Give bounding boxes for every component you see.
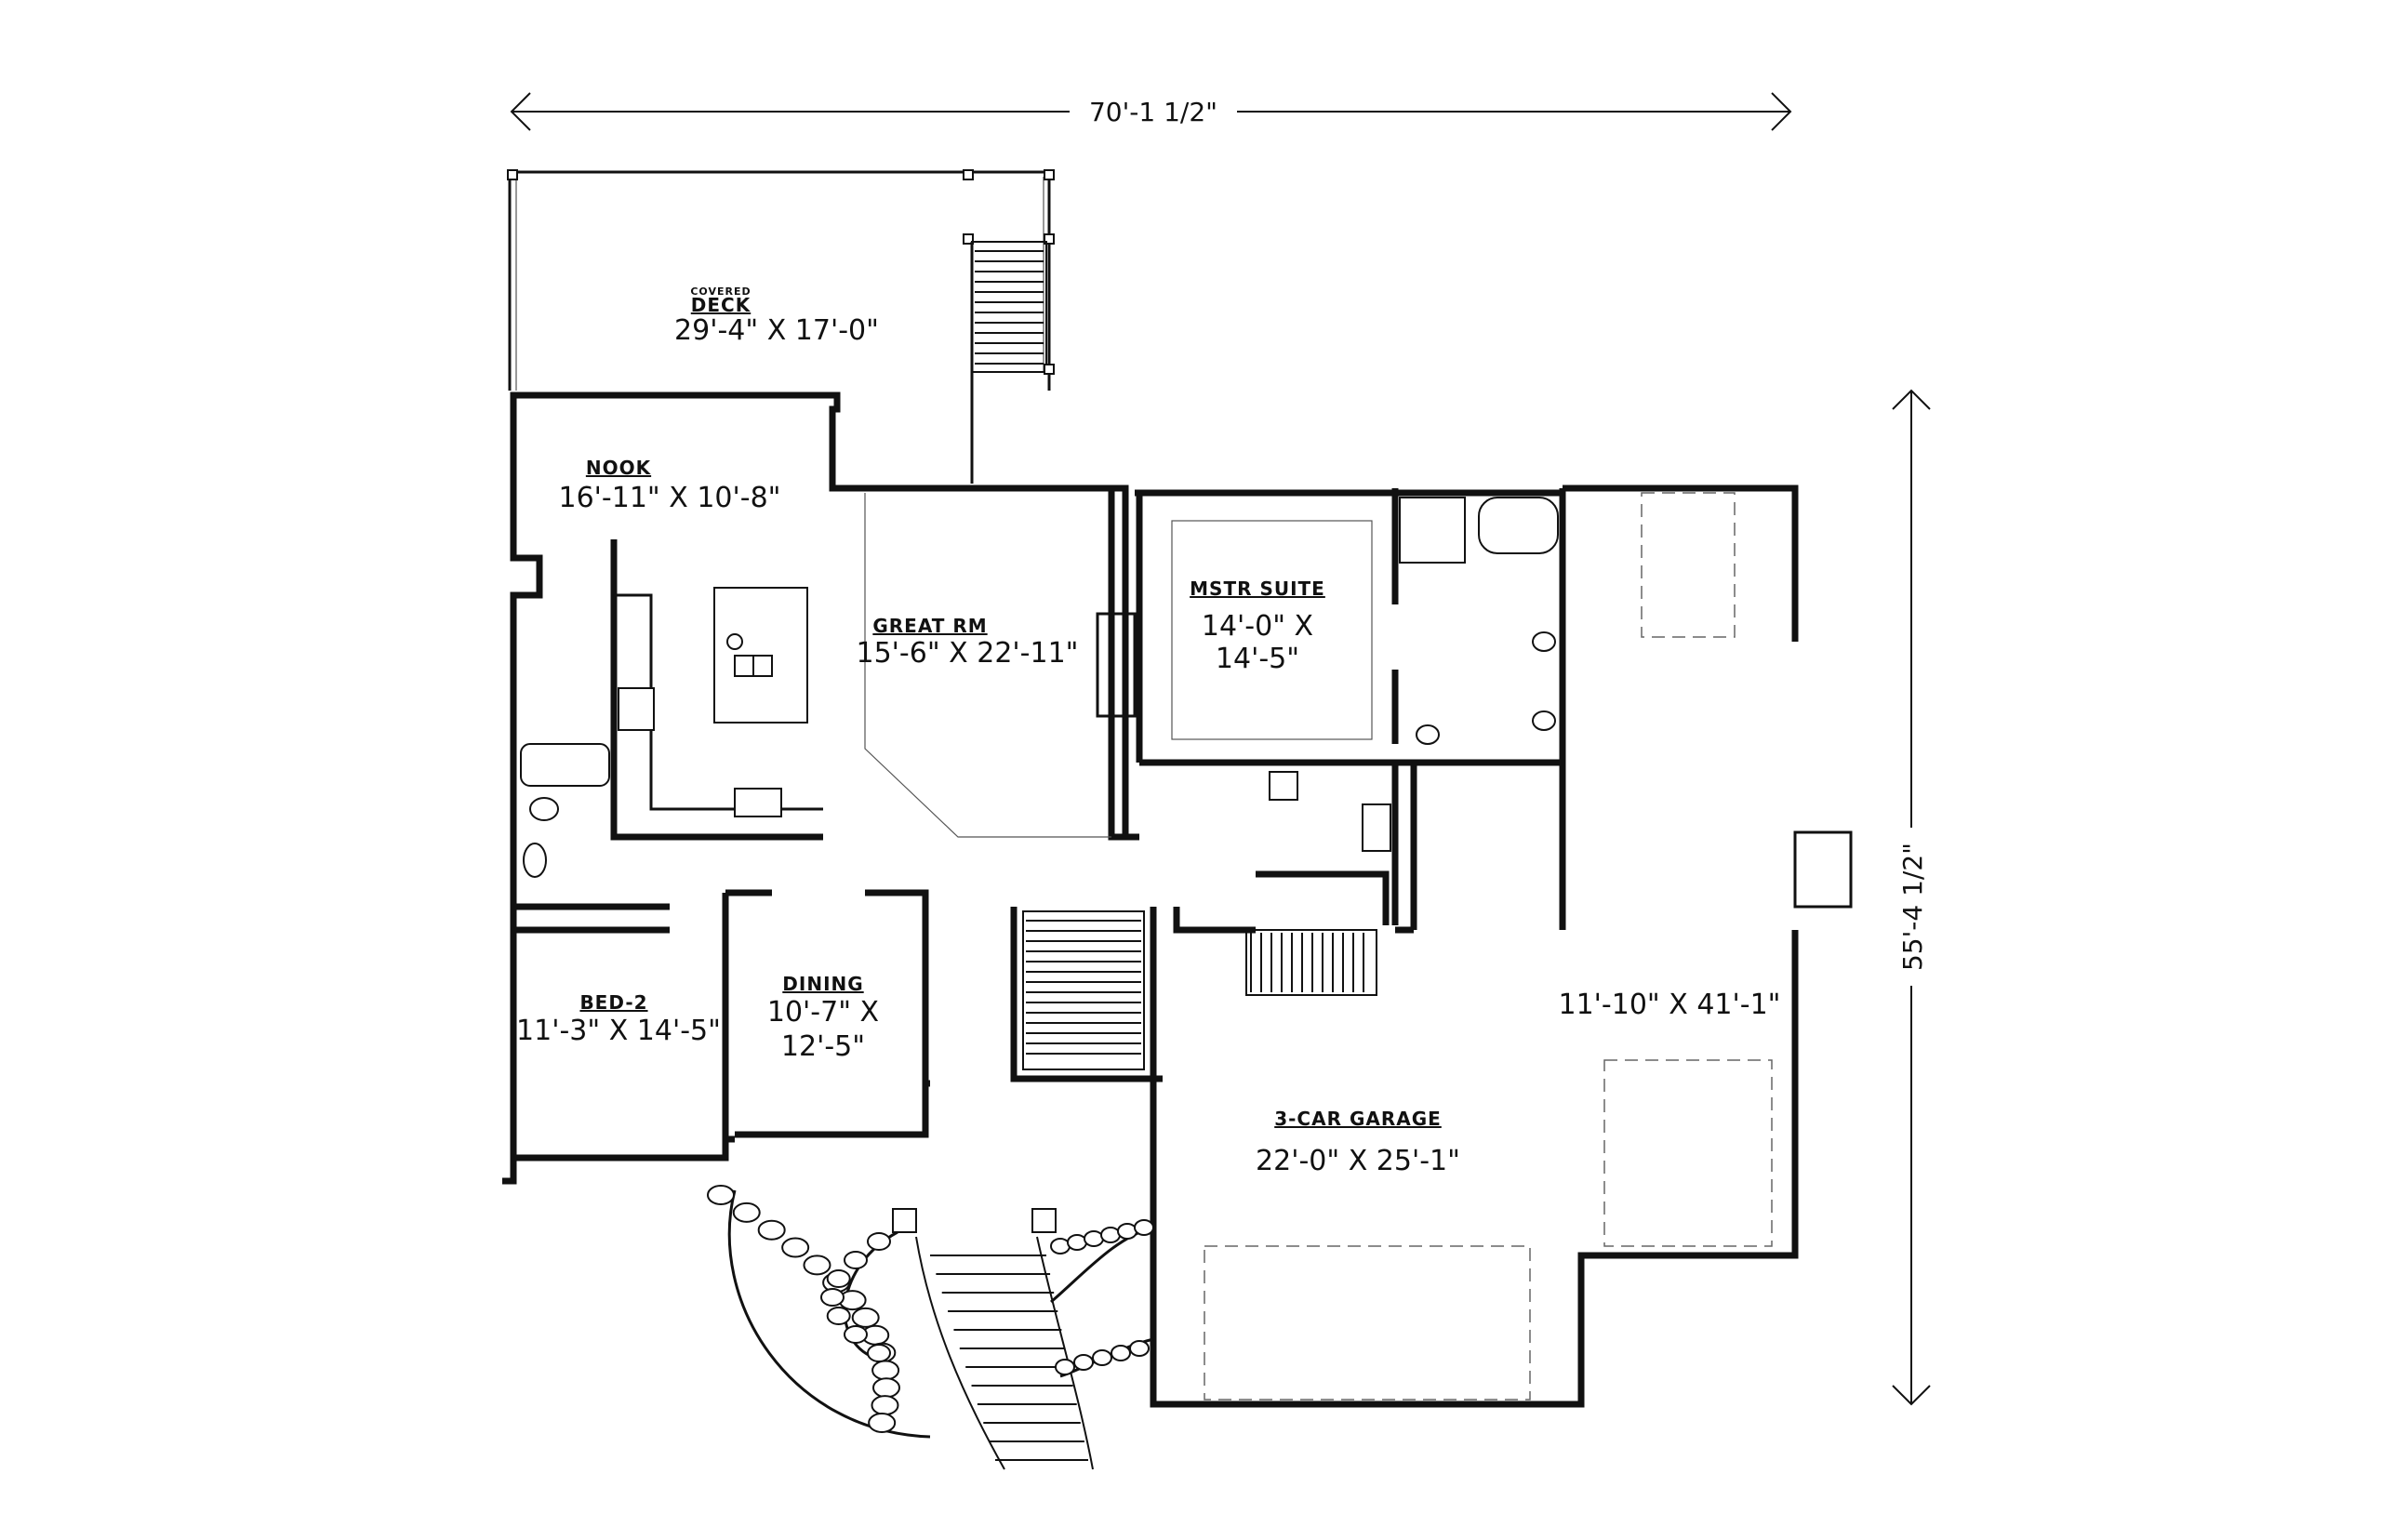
great-room-ceiling-outline [864, 493, 1111, 838]
boulder [781, 1237, 810, 1258]
room-label-nook: NOOK 16'-11" X 10'-8" [559, 457, 781, 514]
boulder [820, 1288, 845, 1307]
boulder [1050, 1238, 1071, 1255]
room-label-bed2: BED-2 11'-3" X 14'-5" [516, 991, 721, 1047]
svg-text:12'-5": 12'-5" [781, 1030, 865, 1063]
boulder [1100, 1227, 1121, 1243]
boulder [1129, 1340, 1150, 1357]
boulder [1111, 1345, 1131, 1361]
svg-text:14'-0" X: 14'-0" X [1202, 610, 1313, 643]
room-label-deck: COVERED DECK 29'-4" X 17'-0" [674, 285, 879, 347]
boulder [867, 1232, 891, 1251]
svg-text:11'-3" X 14'-5": 11'-3" X 14'-5" [516, 1015, 721, 1047]
bathroom-fixtures [520, 497, 1559, 878]
svg-text:11'-10" X 41'-1": 11'-10" X 41'-1" [1559, 989, 1781, 1021]
svg-text:29'-4" X 17'-0": 29'-4" X 17'-0" [674, 314, 879, 347]
boulder [803, 1255, 831, 1276]
kitchen [614, 587, 823, 817]
deck-stairs [971, 241, 1047, 373]
svg-text:DINING: DINING [782, 973, 863, 995]
boulder [1055, 1359, 1075, 1375]
boulder [1134, 1219, 1154, 1236]
boulder [826, 1269, 851, 1288]
svg-text:BED-2: BED-2 [579, 991, 647, 1014]
garage-bays [1204, 492, 1853, 1401]
svg-text:14'-5": 14'-5" [1216, 643, 1299, 675]
room-label-garage: 3-CAR GARAGE 22'-0" X 25'-1" 11'-10" X 4… [1256, 989, 1780, 1177]
boulder [826, 1307, 851, 1325]
boulder [867, 1344, 891, 1362]
covered-deck [507, 169, 1055, 484]
boulder [732, 1201, 761, 1223]
svg-text:3-CAR GARAGE: 3-CAR GARAGE [1274, 1108, 1442, 1130]
interior-walls [513, 488, 1566, 1139]
exterior-walls [502, 392, 1799, 1408]
svg-text:22'-0" X 25'-1": 22'-0" X 25'-1" [1256, 1145, 1460, 1177]
boulder [1117, 1223, 1137, 1240]
depth-dimension-label: 55'-4 1/2" [1897, 843, 1928, 971]
boulder [844, 1251, 868, 1269]
boulder [707, 1185, 735, 1205]
width-dimension-label: 70'-1 1/2" [1089, 97, 1217, 127]
depth-dimension: 55'-4 1/2" [1892, 389, 1931, 1406]
master-ceiling-outline [1171, 520, 1373, 740]
svg-text:10'-7" X: 10'-7" X [767, 996, 879, 1029]
svg-text:16'-11" X 10'-8": 16'-11" X 10'-8" [559, 482, 781, 514]
boulder [851, 1307, 880, 1328]
interior-stairs [1022, 910, 1377, 1070]
room-label-great-rm: GREAT RM 15'-6" X 22'-11" [857, 615, 1079, 670]
boulder [1092, 1349, 1112, 1366]
room-label-dining: DINING 10'-7" X 12'-5" [767, 973, 879, 1063]
svg-text:NOOK: NOOK [586, 457, 652, 479]
fireplace [1096, 612, 1137, 718]
boulder [1073, 1354, 1094, 1371]
boulder [868, 1413, 897, 1433]
boulder [871, 1377, 900, 1399]
boulder [757, 1219, 786, 1241]
boulder [1084, 1230, 1104, 1247]
boulder [1067, 1234, 1087, 1251]
svg-text:DECK: DECK [691, 294, 752, 316]
boulder [871, 1360, 900, 1381]
svg-text:COVERED: COVERED [690, 285, 751, 298]
width-dimension: 70'-1 1/2" [510, 92, 1792, 131]
boulder [844, 1325, 868, 1344]
room-label-mstr-suite: MSTR SUITE 14'-0" X 14'-5" [1190, 578, 1325, 675]
svg-text:15'-6" X 22'-11": 15'-6" X 22'-11" [857, 637, 1079, 670]
svg-text:GREAT RM: GREAT RM [872, 615, 987, 637]
boulder [871, 1395, 899, 1416]
svg-text:MSTR SUITE: MSTR SUITE [1190, 578, 1325, 600]
